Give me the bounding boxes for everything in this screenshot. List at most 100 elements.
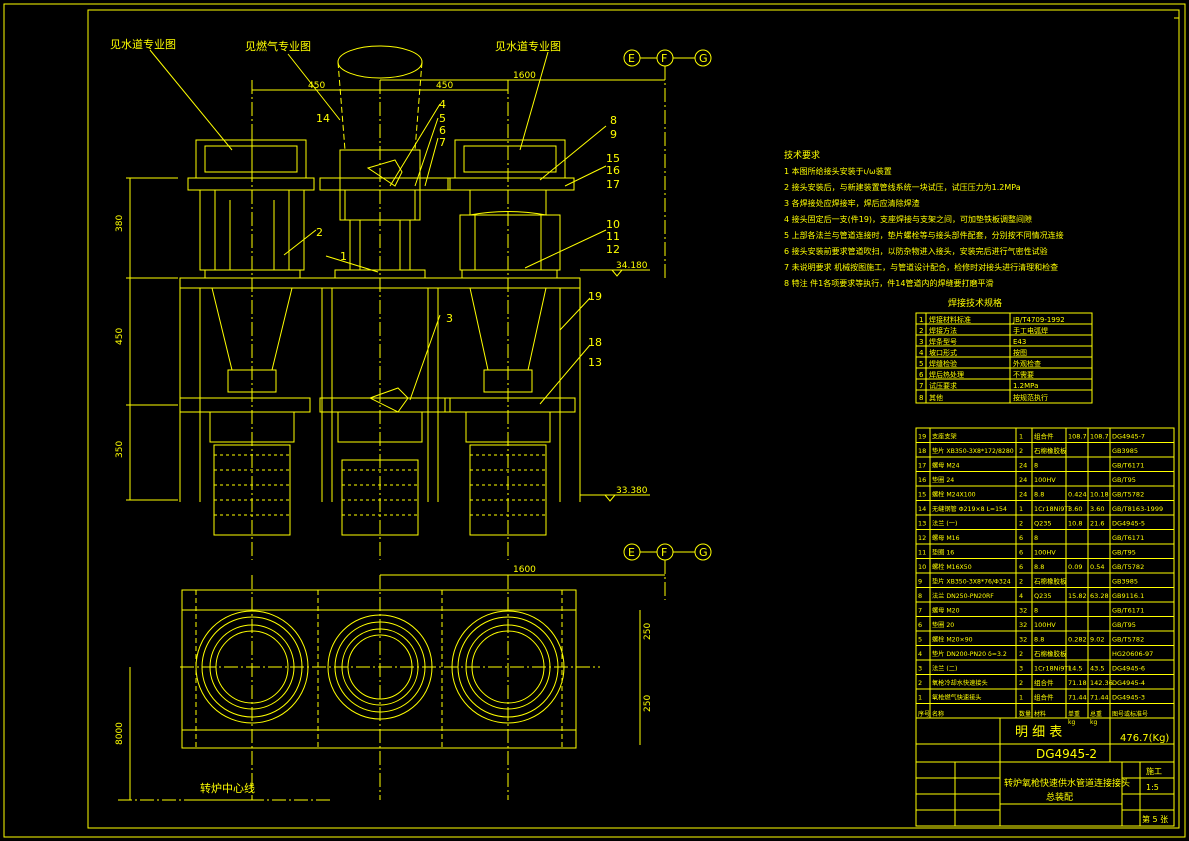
bom-cell: 垫圈 20 xyxy=(932,621,954,629)
bom-cell: GB/T6171 xyxy=(1112,607,1144,615)
part-4: 4 xyxy=(439,98,446,111)
elevation-top: 34.180 xyxy=(616,261,648,271)
part-14: 14 xyxy=(316,112,330,125)
bom-cell: 垫圈 24 xyxy=(932,476,954,484)
bom-cell: 108.7 xyxy=(1090,433,1109,441)
spec-row-7-no: 7 xyxy=(919,382,923,390)
spec-row-5-value: 外观检查 xyxy=(1013,359,1041,368)
bom-cell: 24 xyxy=(1019,476,1027,484)
bom-cell: GB/T95 xyxy=(1112,476,1136,484)
bom-cell: 43.5 xyxy=(1090,665,1104,673)
bom-cell: HG20606-97 xyxy=(1112,650,1153,658)
spec-row-4-value: 按图 xyxy=(1013,348,1027,357)
spec-row-5-no: 5 xyxy=(919,360,923,368)
bom-cell: 3 xyxy=(1019,665,1023,673)
bom-cell: 6 xyxy=(1019,549,1023,557)
spec-row-1-value: JB/T4709-1992 xyxy=(1012,316,1065,324)
axis-g-mid: G xyxy=(699,546,708,559)
dim-250b: 250 xyxy=(643,695,653,712)
bom-cell: GB/T95 xyxy=(1112,549,1136,557)
bom-cell: 1Cr18Ni9Ti xyxy=(1034,665,1070,673)
bom-cell: 10.18 xyxy=(1090,491,1109,499)
bom-cell: 1 xyxy=(1019,505,1023,513)
bom-cell: 8.8 xyxy=(1034,491,1044,499)
spec-row-1-no: 1 xyxy=(919,316,923,324)
bom-cell: GB3985 xyxy=(1112,578,1138,586)
part-7: 7 xyxy=(439,136,446,149)
part-1: 1 xyxy=(340,250,347,263)
bom-cell: 142.36 xyxy=(1090,679,1113,687)
bom-cell: 2 xyxy=(1019,679,1023,687)
bom-cell: 9.02 xyxy=(1090,636,1104,644)
bom-cell: GB/T95 xyxy=(1112,621,1136,629)
bom-cell: 13 xyxy=(918,520,926,528)
drawing-subtitle: 总装配 xyxy=(1046,791,1073,803)
bom-cell: 18 xyxy=(918,447,926,455)
bom-cell: 无缝钢管 Φ219×8 L=154 xyxy=(932,505,1007,513)
bom-cell: 32 xyxy=(1019,636,1027,644)
note-4: 4 接头固定后一支(件19)，支座焊接与支架之间，可加垫铁板调整间隙 xyxy=(784,214,1032,224)
dim-8000: 8000 xyxy=(115,722,125,745)
part-10: 10 xyxy=(606,218,620,231)
part-3: 3 xyxy=(446,312,453,325)
bom-cell: 8 xyxy=(918,592,922,600)
bom-cell: 1 xyxy=(1019,433,1023,441)
bom-cell: 100HV xyxy=(1034,549,1056,557)
title-block: 明 细 表 476.7(Kg) DG4945-2 转炉氧枪快速供水管道连接接头 … xyxy=(915,717,1175,827)
stage: 施工 xyxy=(1146,766,1162,776)
bom-cell: 71.44 xyxy=(1090,694,1109,702)
bom-cell: 15.82 xyxy=(1068,592,1087,600)
flange-plan-left xyxy=(195,610,309,724)
part-8: 8 xyxy=(610,114,617,127)
bom-cell: 1 xyxy=(1019,694,1023,702)
bom-cell: 3.60 xyxy=(1068,505,1082,513)
dim-450b: 450 xyxy=(436,81,453,91)
bom-cell: 3.60 xyxy=(1090,505,1104,513)
bom-header-cell: 数量 xyxy=(1019,710,1031,718)
bom-cell: 2 xyxy=(1019,578,1023,586)
bom-cell: 11 xyxy=(918,549,926,557)
axis-e-mid: E xyxy=(628,546,635,559)
bom-cell: 螺栓 M24X100 xyxy=(932,491,976,499)
axis-f-top: F xyxy=(661,52,667,65)
bom-cell: 4 xyxy=(918,650,922,658)
part-16: 16 xyxy=(606,164,620,177)
bom-unit-cell: kg xyxy=(1068,719,1075,726)
bom-cell: 8 xyxy=(1034,607,1038,615)
part-5: 5 xyxy=(439,112,446,125)
label-gas: 见燃气专业图 xyxy=(245,39,311,53)
bom-cell: 5 xyxy=(918,636,922,644)
spec-row-2-value: 手工电弧焊 xyxy=(1013,326,1048,335)
spec-row-5-item: 焊缝检验 xyxy=(929,359,957,368)
scale: 1:5 xyxy=(1146,783,1159,792)
bom-cell: 14 xyxy=(918,505,926,513)
bom-cell: 8.8 xyxy=(1034,563,1044,571)
bom-cell: DG4945-5 xyxy=(1112,520,1145,528)
bom-cell: GB/T6171 xyxy=(1112,534,1144,542)
spec-row-4-item: 坡口形式 xyxy=(929,348,957,357)
bom-cell: 8.8 xyxy=(1034,636,1044,644)
inner-border xyxy=(87,9,1180,829)
bom-cell: 32 xyxy=(1019,621,1027,629)
bom-cell: 108.7 xyxy=(1068,433,1087,441)
axis-bubbles-mid: E F G xyxy=(623,543,712,561)
bom-cell: 组合件 xyxy=(1034,693,1054,702)
bom-cell: 螺栓 M20×90 xyxy=(932,636,973,644)
bom-cell: 法兰 (一) xyxy=(932,520,957,528)
part-11: 11 xyxy=(606,230,620,243)
label-furnace-center: 转炉中心线 xyxy=(200,781,255,795)
part-13: 13 xyxy=(588,356,602,369)
bom-cell: 氧枪燃气快速接头 xyxy=(932,694,982,702)
technical-notes: 技术要求 1 本图所给接头安装于ι/ω装置 2 接头安装后，与新建装置管线系统一… xyxy=(784,149,1064,288)
part-9: 9 xyxy=(610,128,617,141)
bom-cell: GB9116.1 xyxy=(1112,592,1144,600)
bom-cell: 16 xyxy=(918,476,926,484)
spec-table: 焊接技术规格 1 焊接材料标准 JB/T4709-1992 2 焊接方法 手工电… xyxy=(915,297,1093,404)
spec-row-1-item: 焊接材料标准 xyxy=(929,315,971,324)
sheet: 第 5 张 xyxy=(1142,814,1168,824)
part-2: 2 xyxy=(316,226,323,239)
spec-row-2-no: 2 xyxy=(919,327,923,335)
bom-cell: 螺栓 M16X50 xyxy=(932,563,972,571)
